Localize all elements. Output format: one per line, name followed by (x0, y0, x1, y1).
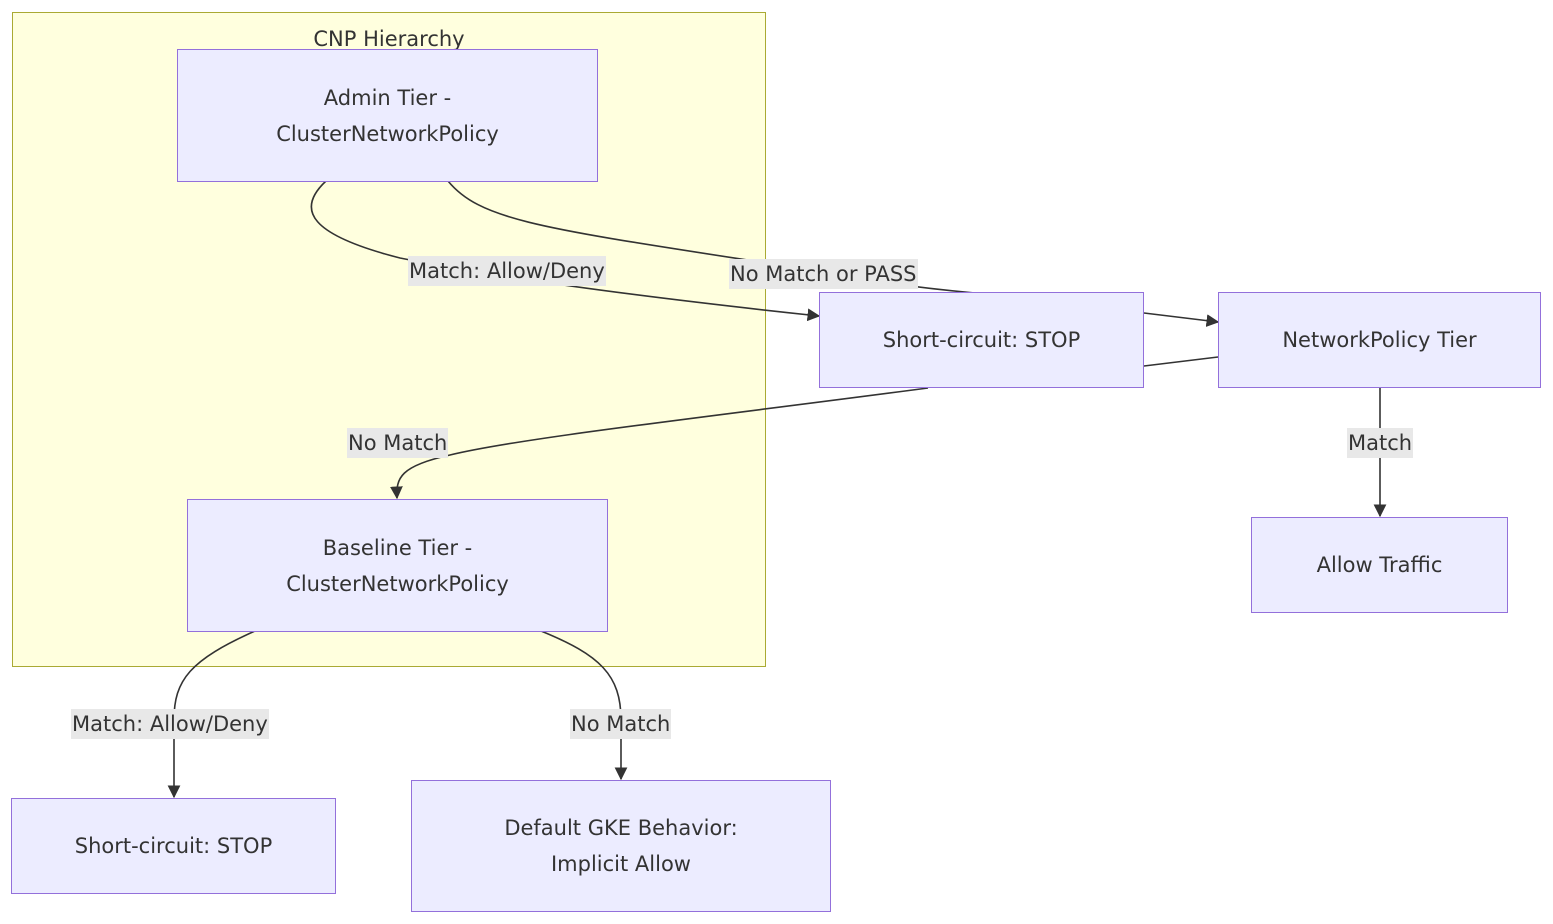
edge-label-np-match: Match (1347, 428, 1414, 458)
node-allow-traffic-label: Allow Traffic (1316, 553, 1443, 577)
node-baseline-tier-line1: Baseline Tier - (322, 535, 473, 560)
edge-admin-to-shortcircuit (310, 180, 821, 322)
node-default-gke-line1: Default GKE Behavior: (504, 816, 738, 840)
node-default-gke: Default GKE Behavior: Implicit Allow (411, 780, 831, 912)
edge-label-admin-no-match: No Match or PASS (729, 259, 918, 289)
edge-networkpolicy-to-baseline (397, 356, 1219, 498)
node-baseline-tier: Baseline Tier - ClusterNetworkPolicy (187, 499, 608, 632)
cluster-title: CNP Hierarchy (313, 27, 465, 51)
node-admin-tier-line2: ClusterNetworkPolicy (276, 121, 499, 146)
node-networkpolicy-tier-label: NetworkPolicy Tier (1282, 328, 1477, 352)
node-allow-traffic: Allow Traffic (1251, 517, 1508, 613)
edge-baseline-to-default (540, 630, 628, 781)
node-short-circuit-bottom: Short-circuit: STOP (11, 798, 336, 894)
node-short-circuit-bottom-label: Short-circuit: STOP (74, 834, 273, 858)
node-short-circuit-top: Short-circuit: STOP (819, 292, 1144, 388)
edge-label-baseline-match: Match: Allow/Deny (71, 709, 269, 739)
node-admin-tier-line1: Admin Tier - (323, 85, 452, 110)
edge-label-np-no-match: No Match (347, 428, 449, 458)
node-baseline-tier-line2: ClusterNetworkPolicy (286, 571, 509, 596)
node-default-gke-line2: Implicit Allow (550, 852, 691, 876)
node-short-circuit-top-label: Short-circuit: STOP (882, 328, 1081, 352)
edge-label-admin-match: Match: Allow/Deny (408, 256, 606, 286)
node-admin-tier: Admin Tier - ClusterNetworkPolicy (177, 49, 598, 182)
edge-label-baseline-no-match: No Match (570, 709, 672, 739)
node-networkpolicy-tier: NetworkPolicy Tier (1218, 292, 1541, 388)
